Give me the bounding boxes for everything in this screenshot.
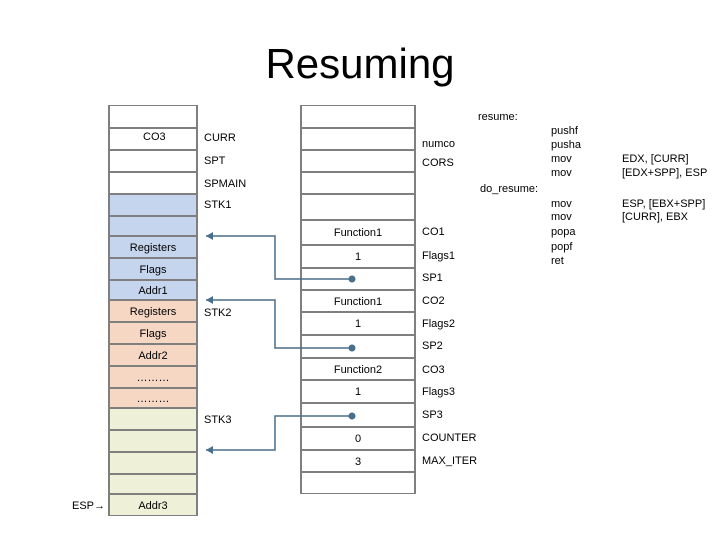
memory-cell — [301, 128, 415, 150]
esp-label-text: ESP — [72, 500, 95, 512]
struct-label: Flags2 — [422, 318, 456, 330]
stack-cell — [109, 430, 197, 452]
struct-label: Flags1 — [422, 250, 456, 262]
pointer-wire — [206, 415, 352, 451]
operand: ESP, [EBX+SPP] — [622, 198, 706, 210]
spt-label: SPT — [204, 155, 226, 167]
memory-cell: Function1 — [301, 290, 415, 312]
struct-label: Flags3 — [422, 386, 456, 398]
memory-cell — [301, 335, 415, 358]
stack-cell — [109, 150, 197, 172]
struct-label: MAX_ITER — [422, 455, 478, 467]
instruction: popa — [551, 226, 576, 238]
arrowhead-icon — [206, 296, 213, 304]
instruction: pusha — [551, 139, 581, 151]
pointer-wire — [206, 299, 352, 349]
struct-label: COUNTER — [422, 432, 477, 444]
memory-cell: 1 — [301, 245, 415, 268]
slide-title: Resuming — [265, 40, 455, 87]
struct-label: CO3 — [422, 364, 445, 376]
memory-cell: Function1 — [301, 220, 415, 245]
instruction: mov — [551, 167, 572, 179]
pointer-dot — [348, 344, 356, 352]
memory-cell: 3 — [301, 450, 415, 472]
memory-cell: Function2 — [301, 358, 415, 380]
stack-cell: Registers — [109, 236, 197, 258]
stack-cell — [109, 128, 197, 150]
instruction: mov — [551, 153, 572, 165]
struct-label: CO1 — [422, 226, 445, 238]
curr-label: CURR — [204, 132, 236, 144]
do-resume-label: do_resume: — [480, 183, 539, 195]
memory-cell — [301, 194, 415, 220]
stack-cell: Flags — [109, 258, 197, 280]
arrowhead-icon — [206, 446, 213, 454]
arrowhead-icon — [206, 232, 213, 240]
operand: EDX, [CURR] — [622, 153, 689, 165]
stack-cell: Registers — [109, 300, 197, 322]
memory-cell — [301, 472, 415, 494]
pointer-dot — [348, 412, 356, 420]
instruction: ret — [551, 255, 564, 267]
stack-cell: ……… — [109, 388, 197, 408]
stack-cell — [109, 452, 197, 474]
numco-label: numco — [422, 138, 456, 150]
stack-cell — [109, 105, 197, 128]
operand: [CURR], EBX — [622, 211, 689, 223]
co3-label: CO3 — [143, 131, 166, 143]
memory-cell — [301, 150, 415, 172]
esp-label: ESP→ — [72, 500, 105, 512]
pointer-dot — [348, 275, 356, 283]
struct-label: SP1 — [422, 272, 443, 284]
resume-label: resume: — [478, 111, 518, 123]
stack-cell — [109, 216, 197, 236]
stack-cell: ……… — [109, 366, 197, 388]
cors-label: CORS — [422, 157, 454, 169]
struct-label: CO2 — [422, 295, 445, 307]
stk3-label: STK3 — [204, 414, 232, 426]
memory-cell — [301, 403, 415, 427]
memory-cell: 1 — [301, 312, 415, 335]
stack-cell — [109, 194, 197, 216]
instruction: popf — [551, 241, 573, 253]
instruction: mov — [551, 198, 572, 210]
instruction: pushf — [551, 125, 578, 137]
right-arrow-icon: → — [94, 500, 106, 512]
spmain-label: SPMAIN — [204, 178, 247, 190]
stack-cell — [109, 408, 197, 430]
memory-cell: 0 — [301, 427, 415, 450]
instruction: mov — [551, 211, 572, 223]
pointer-wire — [206, 235, 352, 280]
memory-cell — [301, 172, 415, 194]
memory-cell: 1 — [301, 380, 415, 403]
memory-cell — [301, 105, 415, 128]
stk1-label: STK1 — [204, 199, 232, 211]
struct-label: SP2 — [422, 340, 443, 352]
operand: [EDX+SPP], ESP — [622, 167, 708, 179]
stack-cell: Addr1 — [109, 280, 197, 300]
stack-cell: Addr2 — [109, 344, 197, 366]
stack-cell: Flags — [109, 322, 197, 344]
struct-label: SP3 — [422, 409, 443, 421]
stack-cell — [109, 474, 197, 494]
stk2-label: STK2 — [204, 307, 232, 319]
stack-cell: Addr3 — [109, 494, 197, 516]
stack-cell — [109, 172, 197, 194]
